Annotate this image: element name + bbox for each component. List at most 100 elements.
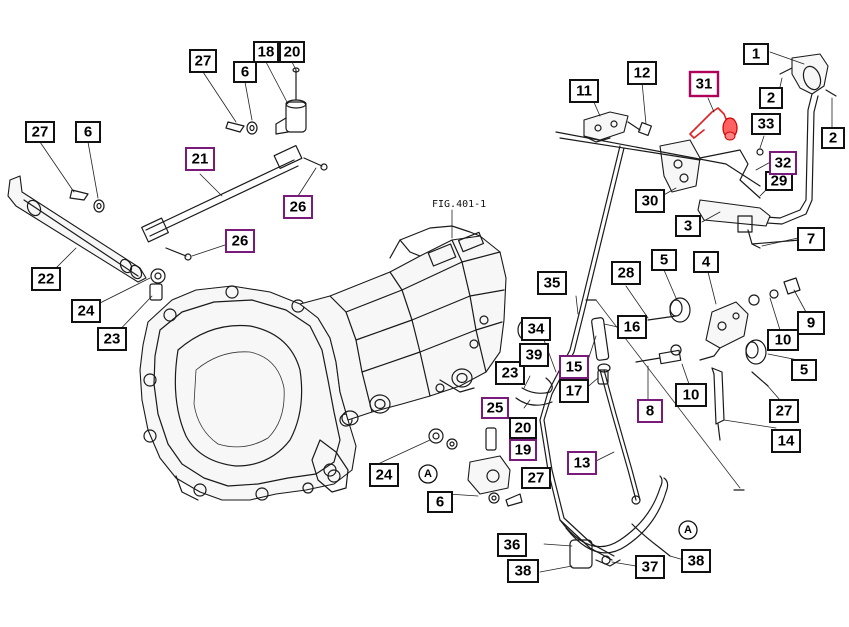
callout-label: 27 xyxy=(528,470,545,487)
callout-label: 22 xyxy=(38,271,55,288)
callout-label: 23 xyxy=(502,365,519,382)
callout-label: 11 xyxy=(576,83,592,100)
callout-c26b: 26 xyxy=(225,229,255,253)
reference-marker-a-left: A xyxy=(418,464,438,484)
callout-c4: 4 xyxy=(693,251,719,273)
callout-label: 27 xyxy=(776,403,793,420)
callout-label: 4 xyxy=(702,254,711,271)
transmission-housing xyxy=(139,209,507,501)
callout-c2a: 2 xyxy=(759,87,783,109)
callout-label: 3 xyxy=(684,218,692,235)
callout-c10a: 10 xyxy=(767,329,799,351)
callout-c28: 28 xyxy=(611,261,641,285)
callout-label: 25 xyxy=(487,400,504,417)
callout-c34: 34 xyxy=(521,317,551,341)
callout-c27a: 27 xyxy=(189,49,217,73)
callout-label: 33 xyxy=(758,116,775,133)
callout-label: 6 xyxy=(84,124,92,141)
shift-lever-assembly xyxy=(515,51,837,573)
callout-c36: 36 xyxy=(497,533,527,557)
callout-label: 27 xyxy=(195,53,212,70)
callout-c27c: 27 xyxy=(521,467,551,489)
callout-label: 31 xyxy=(696,76,713,93)
callout-c31: 31 xyxy=(688,70,720,98)
callout-label: 5 xyxy=(660,252,668,269)
callout-c20b: 20 xyxy=(509,417,537,439)
callout-c21: 21 xyxy=(185,147,215,171)
reference-marker-a-right: A xyxy=(678,520,698,540)
figure-caption: FIG.401-1 xyxy=(432,199,486,210)
callout-label: 37 xyxy=(642,559,659,576)
callout-label: 6 xyxy=(436,494,444,511)
callout-c19: 19 xyxy=(509,439,537,461)
callout-c1: 1 xyxy=(743,43,769,65)
callout-c27d: 27 xyxy=(769,399,799,423)
callout-c27b: 27 xyxy=(25,121,55,143)
callout-label: 23 xyxy=(104,331,121,348)
callout-c12: 12 xyxy=(627,61,657,85)
lower-middle-linkage xyxy=(377,427,523,507)
callout-c15: 15 xyxy=(559,355,589,379)
callout-label: 28 xyxy=(618,265,635,282)
callout-c2b: 2 xyxy=(821,127,845,149)
callout-c38b: 38 xyxy=(681,549,711,573)
reference-letter: A xyxy=(684,524,692,536)
callout-label: 12 xyxy=(634,65,651,82)
callout-label: 16 xyxy=(624,319,641,336)
callout-c35: 35 xyxy=(537,271,567,295)
callout-label: 39 xyxy=(526,347,543,364)
callout-label: 20 xyxy=(515,420,532,437)
callout-c5b: 5 xyxy=(791,359,817,381)
callout-label: 8 xyxy=(646,403,654,420)
callout-label: 9 xyxy=(807,315,815,332)
callout-c33: 33 xyxy=(751,113,781,135)
callout-label: 24 xyxy=(78,303,95,320)
callout-c16: 16 xyxy=(617,315,647,339)
callout-c3: 3 xyxy=(675,215,701,237)
callout-label: 26 xyxy=(290,199,307,216)
callout-label: 6 xyxy=(241,64,249,81)
callout-c17: 17 xyxy=(559,379,589,403)
callout-label: 5 xyxy=(800,362,808,379)
callout-label: 17 xyxy=(566,383,583,400)
callout-label: 35 xyxy=(544,275,561,292)
callout-c39: 39 xyxy=(519,343,549,367)
callout-c23b: 23 xyxy=(495,361,525,385)
callout-c23a: 23 xyxy=(97,327,127,351)
callout-c22: 22 xyxy=(31,267,61,291)
callout-c18: 18 xyxy=(253,41,279,63)
callout-c26a: 26 xyxy=(283,195,313,219)
callout-c9: 9 xyxy=(797,311,825,335)
callout-c13: 13 xyxy=(567,451,597,475)
callout-c10b: 10 xyxy=(675,383,707,407)
callout-label: 14 xyxy=(778,433,795,450)
callout-label: 15 xyxy=(566,359,583,376)
callout-label: 10 xyxy=(775,332,792,349)
callout-label: 20 xyxy=(284,44,301,61)
callout-c14: 14 xyxy=(771,429,801,453)
callout-c6c: 6 xyxy=(427,491,453,513)
callout-c6b: 6 xyxy=(75,121,101,143)
callout-label: 38 xyxy=(515,563,532,580)
callout-c32: 32 xyxy=(769,151,797,175)
callout-label: 34 xyxy=(528,321,545,338)
callout-label: 27 xyxy=(32,124,49,141)
callout-c24a: 24 xyxy=(71,299,101,323)
callout-label: 2 xyxy=(829,130,837,147)
callout-c24b: 24 xyxy=(369,463,399,487)
callout-label: 18 xyxy=(258,44,275,61)
callout-c25: 25 xyxy=(481,397,509,419)
callout-c11: 11 xyxy=(569,79,599,103)
callout-label: 38 xyxy=(688,553,705,570)
callout-label: 21 xyxy=(192,151,209,168)
callout-label: 7 xyxy=(807,231,815,248)
callout-label: 1 xyxy=(752,46,760,63)
callout-c7: 7 xyxy=(797,227,825,251)
upper-left-linkage xyxy=(7,61,328,339)
callout-c5a: 5 xyxy=(651,249,677,271)
callout-label: 24 xyxy=(376,467,393,484)
reference-letter: A xyxy=(424,468,432,480)
callout-c8: 8 xyxy=(637,399,663,423)
callout-label: 30 xyxy=(642,193,659,210)
